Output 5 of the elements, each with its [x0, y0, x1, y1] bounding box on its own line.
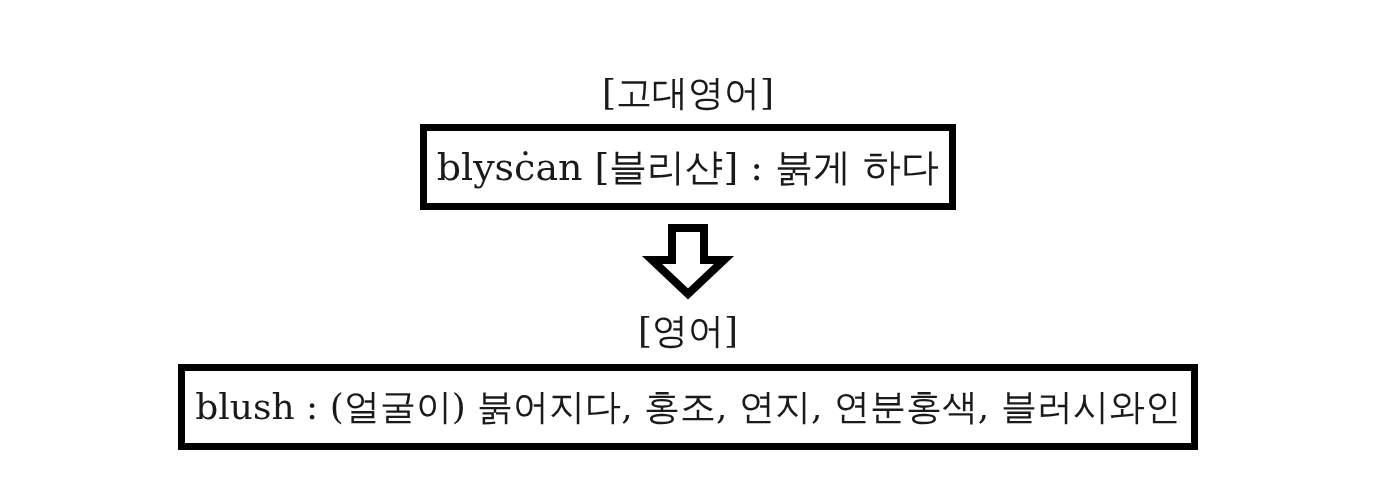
heading-label: [고대영어]: [601, 71, 775, 115]
hollow-down-arrow: [641, 224, 735, 300]
heading-label: [영어]: [637, 309, 739, 353]
term-box: blysċan [블리샨] : 붉게 하다: [419, 124, 957, 210]
term-box: blush : (얼굴이) 붉어지다, 홍조, 연지, 연분홍색, 블러시와인: [178, 364, 1198, 450]
